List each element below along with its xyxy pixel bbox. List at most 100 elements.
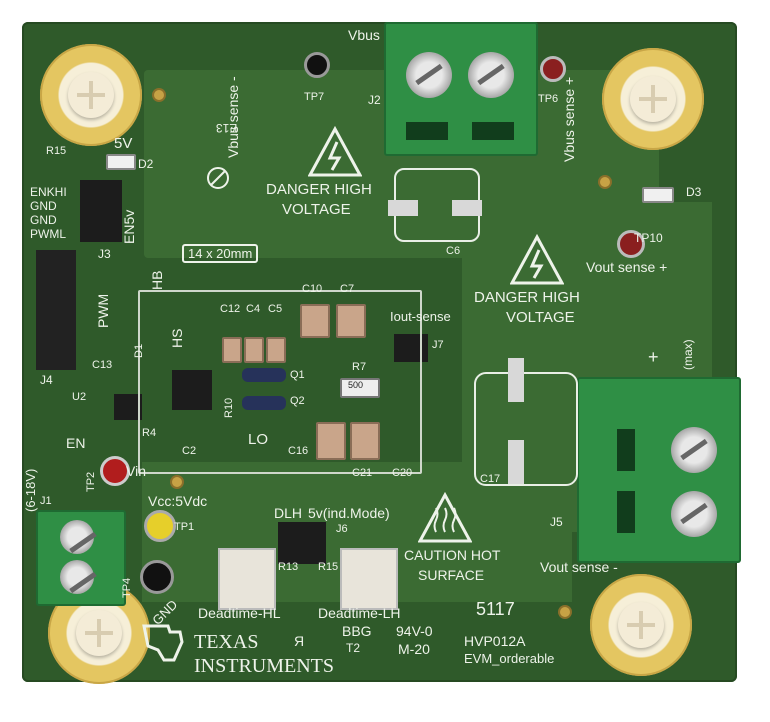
test-point-tp6[interactable] [540,56,566,82]
refdes-r7: R7 [352,361,367,373]
ti-logo-icon [142,624,184,662]
refdes-c12: C12 [220,303,241,315]
refdes-j1: J1 [40,495,52,507]
trim-pot-deadtime-lh[interactable] [340,548,398,610]
test-point-tp1[interactable] [144,510,176,542]
refdes-tp4: TP4 [121,577,133,598]
board-variant: EVM_orderable [464,651,555,666]
refdes-q2: Q2 [290,395,305,407]
terminal-screw-icon [60,560,94,594]
label-hs: HS [169,328,185,348]
refdes-j4: J4 [40,373,53,387]
terminal-block-j5[interactable] [577,377,741,563]
label-size: 14 x 20mm [182,244,259,263]
pcb-board: Vbus Vbus sense - Vbus sense + TP7 J2 TP… [22,22,741,684]
refdes-c10: C10 [302,283,323,295]
refdes-tp1: TP1 [174,521,195,533]
mounting-hole-bottom-right [590,574,692,676]
high-voltage-warning-icon [308,126,362,177]
pad [508,358,524,402]
label-vcc: Vcc:5Vdc [148,493,208,509]
transistor-q1 [242,368,286,382]
refdes-e13: E13 [216,121,238,135]
terminal-screw-icon [671,491,717,537]
test-point-tp2[interactable] [100,456,130,486]
label-vout-sense-plus: Vout sense + [586,259,668,275]
refdes-c16: C16 [288,445,309,457]
terminal-screw-icon [468,52,514,98]
test-point-tp7[interactable] [304,52,330,78]
refdes-r15-bottom: R15 [318,561,339,573]
header-j4[interactable] [36,250,76,370]
label-vin-range: (6-18V) [23,468,38,512]
refdes-c6: C6 [446,245,461,257]
terminal-screw-icon [406,52,452,98]
pad [508,440,524,484]
high-voltage-warning-icon [510,234,564,285]
refdes-c21: C21 [352,467,373,479]
pad [388,200,418,216]
r7-value: 500 [348,380,364,390]
part-number: HVP012A [464,633,526,649]
label-plus: + [648,347,659,367]
footprint-inductor [138,290,422,474]
via [600,177,610,187]
test-point-tp4[interactable] [140,560,174,594]
via [172,477,182,487]
j3-pin-pwml: PWML [30,227,66,241]
label-deadtime-lh: Deadtime-LH [318,605,401,621]
pad [452,200,482,216]
capacitor-c10 [300,304,330,338]
refdes-tp10: TP10 [634,231,663,245]
refdes-c7: C7 [340,283,355,295]
refdes-d1: D1 [133,343,145,358]
terminal-block-j2[interactable] [384,22,538,156]
capacitor-c21 [350,422,380,460]
label-ind-mode: 5v(ind.Mode) [308,505,390,521]
j3-pin-enkhi: ENKHI [30,185,67,199]
trim-pot-deadtime-hl[interactable] [218,548,276,610]
manufacturer-line2: INSTRUMENTS [194,655,335,677]
caution-label-line2: SURFACE [418,567,485,583]
ic-u2 [114,394,142,420]
refdes-d2: D2 [138,157,154,171]
screw-icon [76,610,122,656]
jumper-j6[interactable] [278,522,326,564]
refdes-tp7: TP7 [304,91,325,103]
label-vin: Vin [126,463,146,479]
resistor-r7 [340,378,380,398]
via [560,607,570,617]
label-iout-sense: Iout-sense [390,309,451,324]
refdes-d3: D3 [686,185,702,199]
danger-label-2-line2: VOLTAGE [506,309,575,326]
test-point-tp10[interactable] [617,230,645,258]
label-lo: LO [248,431,269,448]
danger-label-1-line1: DANGER HIGH [266,181,372,198]
capacitor-c7 [336,304,366,338]
label-vout-max: (max) [681,339,695,370]
jumper-j7[interactable] [394,334,428,362]
label-dlh: DLH [274,505,303,521]
refdes-j5: J5 [550,515,563,529]
refdes-u2: U2 [72,391,87,403]
led-d3 [642,187,674,203]
terminal-screw-icon [671,427,717,473]
j3-pin-gnd: GND [30,199,57,213]
label-5v: 5V [114,135,133,152]
led-d2 [106,154,136,170]
refdes-c5: C5 [268,303,283,315]
label-pwm: PWM [95,293,111,328]
batch-code-2: T2 [346,641,361,655]
manufacturer-line1: TEXAS [194,631,259,653]
footprint-c17 [474,372,578,486]
header-j3[interactable] [80,180,122,242]
refdes-r15: R15 [46,145,67,157]
refdes-tp2: TP2 [85,471,97,492]
capacitor-c5 [266,337,286,363]
label-vbus-sense-plus: Vbus sense + [561,76,577,162]
refdes-j6: J6 [336,523,348,535]
terminal-block-j1[interactable] [36,510,126,606]
mounting-hole-top-left [40,44,142,146]
label-hb: HB [149,270,165,290]
refdes-c2: C2 [182,445,197,457]
